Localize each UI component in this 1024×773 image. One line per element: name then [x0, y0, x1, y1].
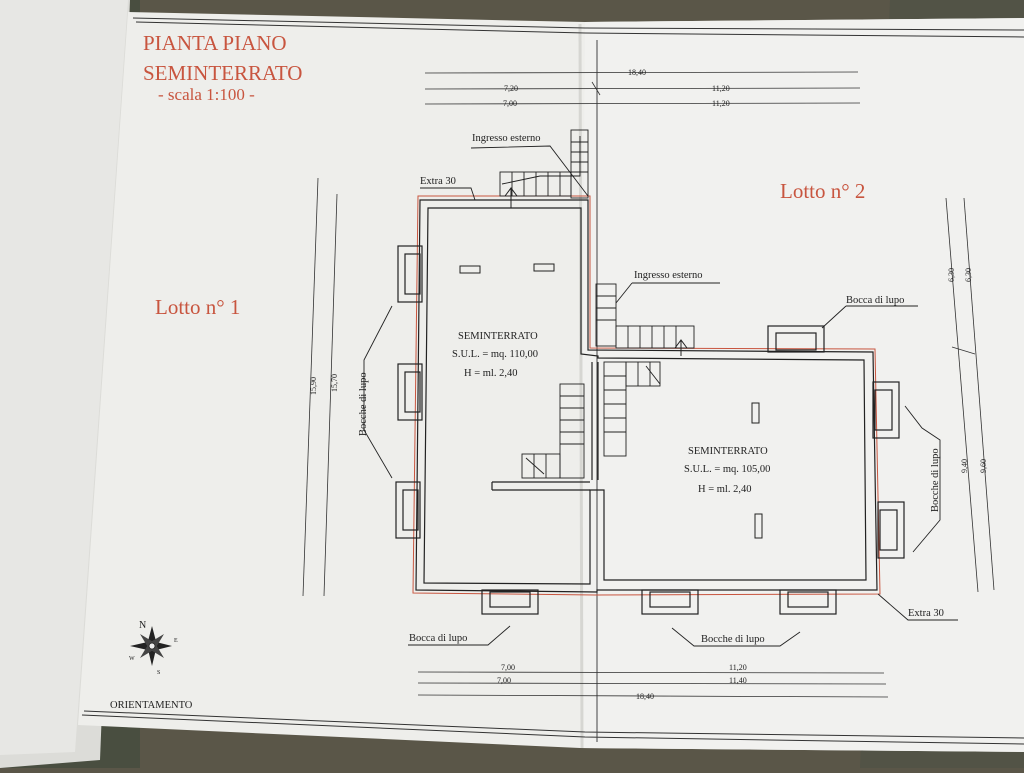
dim-top-right-2: 11,20: [712, 99, 730, 108]
label-bocca-bottom-left: Bocca di lupo: [409, 633, 467, 644]
dim-top-left-1: 7,20: [504, 84, 518, 93]
compass-w: W: [129, 656, 135, 662]
room-left-sul: S.U.L. = mq. 110,00: [452, 349, 538, 360]
dim-left-outer: 15,90: [309, 377, 318, 395]
bottom-dimensions: [417, 671, 889, 698]
label-bocche-left: Bocche di lupo: [358, 372, 369, 436]
border-top: [132, 17, 1024, 31]
label-extra-bottom: Extra 30: [908, 608, 944, 619]
dim-bottom-left-2: 7,00: [497, 676, 511, 685]
dim-bottom-right-2: 11,40: [729, 676, 747, 685]
compass-e: E: [174, 638, 178, 644]
compass-n: N: [139, 620, 146, 631]
vents: [459, 263, 763, 539]
dim-right-top-b: 6,30: [964, 268, 973, 282]
compass-rose-icon: [130, 626, 172, 666]
label-bocche-right: Bocche di lupo: [930, 448, 941, 512]
label-extra-top: Extra 30: [420, 176, 456, 187]
border-bottom: [81, 714, 1024, 745]
left-dimensions: [302, 177, 338, 597]
dim-top-total: 18,40: [628, 68, 646, 77]
dim-right-bottom-a: 9,40: [960, 459, 969, 473]
dim-bottom-left-1: 7,00: [501, 663, 515, 672]
back-page-fold: [0, 0, 128, 755]
dim-top-right-1: 11,20: [712, 84, 730, 93]
dim-left-inner: 15,70: [330, 374, 339, 392]
window-wells: [395, 245, 905, 615]
label-orientamento: ORIENTAMENTO: [110, 700, 193, 711]
dim-bottom-total: 18,40: [636, 692, 654, 701]
title-line2: SEMINTERRATO: [143, 61, 302, 85]
dim-right-top-a: 6,30: [947, 268, 956, 282]
top-dimensions: [424, 71, 861, 105]
leader-lines: [363, 145, 958, 647]
room-right-sul: S.U.L. = mq. 105,00: [684, 464, 770, 475]
label-bocche-bottom: Bocche di lupo: [701, 634, 765, 645]
dim-bottom-right-1: 11,20: [729, 663, 747, 672]
paper-fold: [578, 23, 584, 749]
label-bocca-right: Bocca di lupo: [846, 295, 904, 306]
building-outline-red: [412, 195, 881, 596]
lot2-label: Lotto n° 2: [780, 179, 865, 203]
dim-top-left-2: 7,00: [503, 99, 517, 108]
dim-right-bottom-b: 9,60: [979, 459, 988, 473]
right-dimensions: [945, 197, 995, 593]
room-left-height: H = ml. 2,40: [464, 368, 517, 379]
entry-arrows: [504, 187, 688, 356]
title-scale: - scala 1:100 -: [158, 85, 255, 104]
compass-s: S: [157, 670, 160, 676]
room-right-height: H = ml. 2,40: [698, 484, 751, 495]
label-ingresso-mid: Ingresso esterno: [634, 270, 703, 281]
label-ingresso-top: Ingresso esterno: [472, 133, 541, 144]
title-line1: PIANTA PIANO: [143, 31, 287, 55]
room-right-name: SEMINTERRATO: [688, 446, 768, 457]
building-walls: [415, 199, 878, 593]
paper-right-half: [580, 18, 1024, 752]
stairs: [499, 129, 695, 479]
room-left-name: SEMINTERRATO: [458, 331, 538, 342]
lot1-label: Lotto n° 1: [155, 295, 240, 319]
